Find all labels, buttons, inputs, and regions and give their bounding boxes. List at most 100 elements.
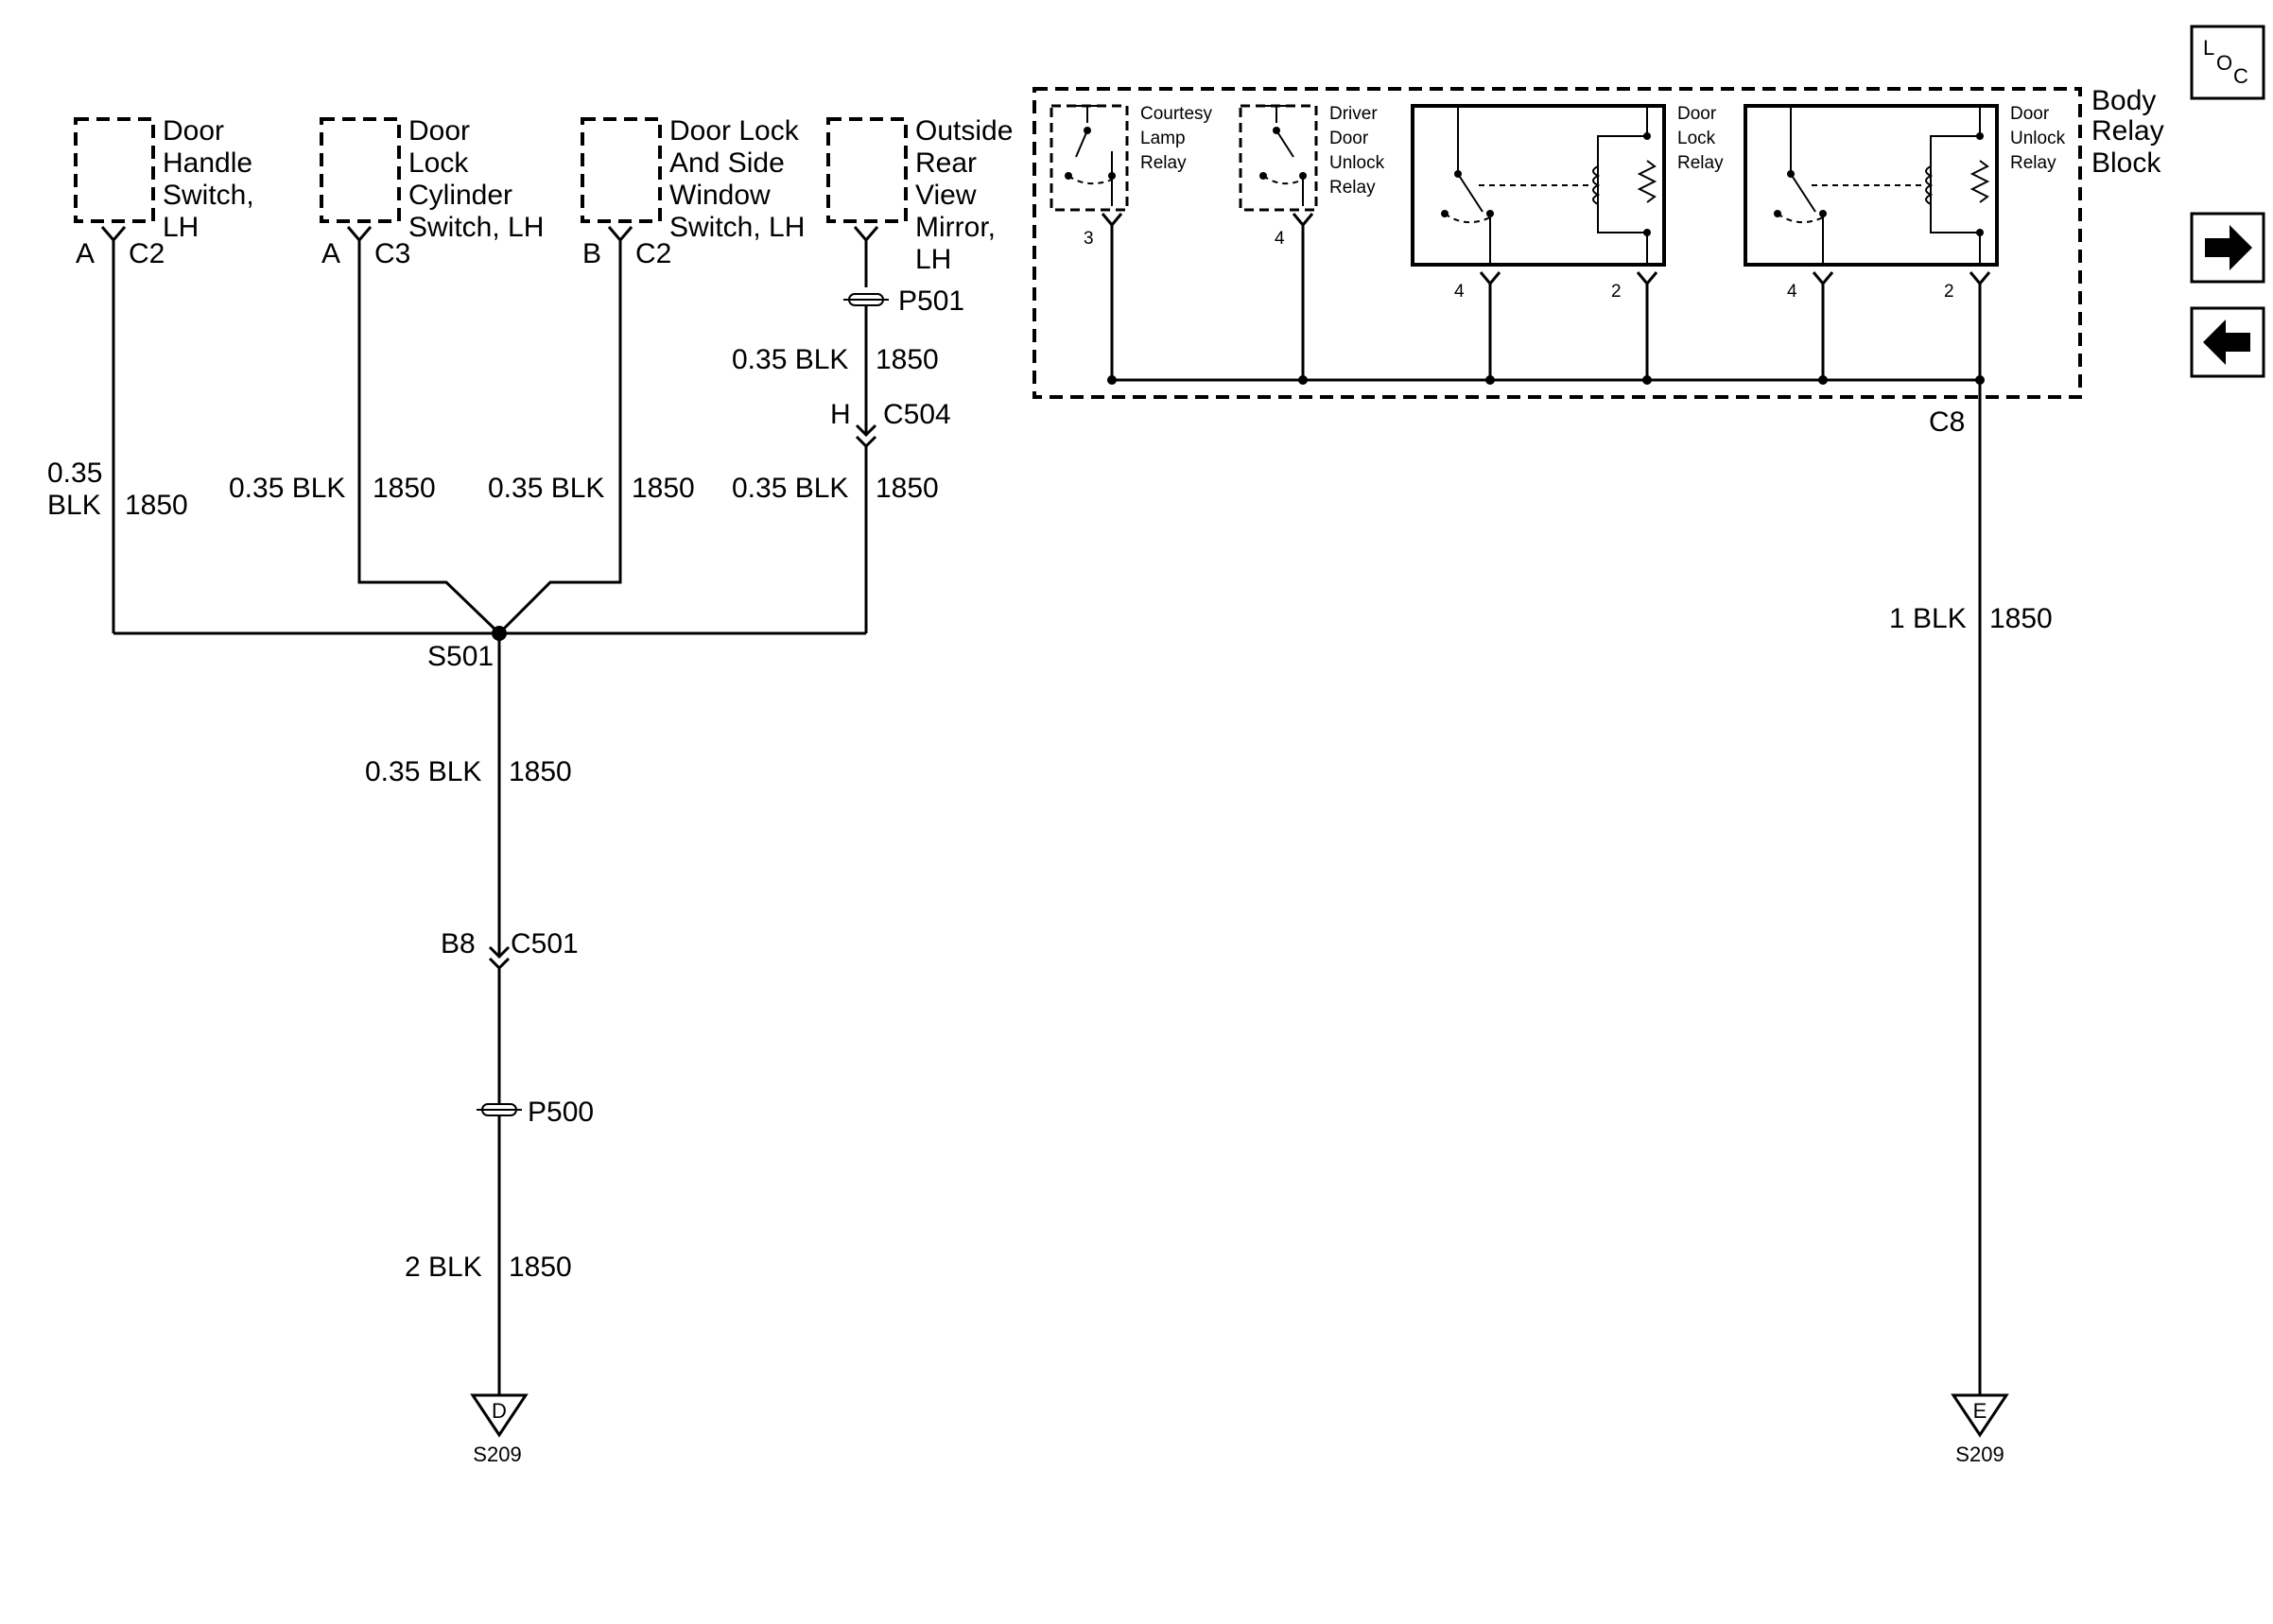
outside-rear-view-mirror: Outside Rear View Mirror, LH xyxy=(826,115,1013,275)
lock-relay-blade xyxy=(1457,173,1484,213)
c504-pin: H xyxy=(830,399,851,430)
c501-label: C501 xyxy=(511,928,579,959)
left-arrow-shape xyxy=(2203,320,2250,365)
main-upper-circuit: 1850 xyxy=(509,756,572,787)
courtesy-relay-terminal xyxy=(1101,213,1123,228)
door-handle-switch: Door Handle Switch, LH A C2 xyxy=(74,115,254,269)
ground-e-letter: E xyxy=(1973,1399,1987,1423)
cylinder-wire-gauge: 0.35 BLK xyxy=(229,473,345,504)
lock-relay-pin4: 4 xyxy=(1454,282,1465,302)
p501-label: P501 xyxy=(898,285,964,317)
body-relay-block-outline xyxy=(1032,87,2082,399)
window-switch-wire xyxy=(497,240,622,635)
bus-node-courtesy xyxy=(1107,375,1117,385)
bus-node-unlock4 xyxy=(1818,375,1828,385)
cylinder-pin: A xyxy=(321,238,340,269)
bus-node-lock4 xyxy=(1485,375,1495,385)
ground-e-label: S209 xyxy=(1955,1443,2004,1466)
mirror-lower-gauge: 0.35 BLK xyxy=(732,473,848,504)
c8-label: C8 xyxy=(1929,406,1965,438)
unlock-relay-resistor xyxy=(1969,160,1990,203)
unlock-relay-terminal-4 xyxy=(1812,271,1834,286)
locator-letter-o: O xyxy=(2216,51,2232,75)
window-wire-gauge: 0.35 BLK xyxy=(488,473,604,504)
unlock-relay-arc xyxy=(1777,213,1824,224)
mirror-label-1: Outside xyxy=(915,115,1013,147)
unlock-relay-coil-node-bottom xyxy=(1976,229,1984,236)
cylinder-switch-label-1: Door xyxy=(408,115,470,147)
ground-d-label: S209 xyxy=(473,1443,521,1466)
locator-letter-l: L xyxy=(2203,36,2214,60)
next-page-button[interactable] xyxy=(2190,212,2265,284)
driver-relay-label-2: Door xyxy=(1329,129,1369,148)
outside-mirror-box xyxy=(826,117,908,223)
locator-button-frame[interactable] xyxy=(2190,25,2265,100)
lock-relay-resistor xyxy=(1637,160,1657,203)
lock-relay-label-1: Door xyxy=(1677,104,1717,124)
handle-wire-gauge-1: 0.35 xyxy=(47,458,102,489)
unlock-relay-pin4: 4 xyxy=(1787,282,1797,302)
window-switch-label-4: Switch, LH xyxy=(669,212,805,243)
courtesy-relay-box xyxy=(1050,104,1129,212)
driver-relay-terminal xyxy=(1292,213,1314,228)
door-lock-window-switch-box xyxy=(581,117,662,223)
unlock-relay-coil-frame xyxy=(1930,106,1981,265)
c501-lower-chevron xyxy=(488,957,511,971)
window-wire-circuit: 1850 xyxy=(632,473,695,504)
cylinder-wire-circuit: 1850 xyxy=(373,473,436,504)
p501-pass-through xyxy=(843,293,889,306)
c501-pin: B8 xyxy=(441,928,476,959)
unlock-relay-coil-node-top xyxy=(1976,132,1984,140)
door-handle-switch-box xyxy=(74,117,155,223)
previous-page-button[interactable] xyxy=(2190,306,2265,378)
body-relay-block: Body Relay Block Courtesy Lamp Relay 3 xyxy=(1032,85,2164,399)
left-arrow-icon xyxy=(2203,320,2250,365)
unlock-relay-label-2: Unlock xyxy=(2010,129,2066,148)
lock-relay-label-2: Lock xyxy=(1677,129,1716,148)
main-upper-gauge: 0.35 BLK xyxy=(365,756,481,787)
cylinder-switch-label-2: Lock xyxy=(408,147,469,179)
driver-door-unlock-relay: Driver Door Unlock Relay 4 xyxy=(1239,104,1385,249)
driver-relay-label-1: Driver xyxy=(1329,104,1378,124)
door-handle-switch-label-3: Switch, xyxy=(163,180,254,211)
unlock-relay-coil xyxy=(1925,165,1934,205)
courtesy-relay-arc xyxy=(1067,175,1113,185)
cylinder-switch-label-3: Cylinder xyxy=(408,180,512,211)
lock-relay-label-3: Relay xyxy=(1677,153,1724,173)
window-switch-connector: C2 xyxy=(635,238,671,269)
component-locator-button[interactable]: L O C xyxy=(2190,25,2265,100)
door-lock-cylinder-switch: Door Lock Cylinder Switch, LH A C3 xyxy=(320,115,544,269)
handle-wire-gauge-2: BLK xyxy=(47,490,101,521)
cylinder-terminal xyxy=(346,226,373,243)
mirror-label-5: LH xyxy=(915,244,951,275)
right-arrow-shape xyxy=(2205,225,2252,270)
cylinder-connector: C3 xyxy=(374,238,410,269)
door-lock-relay-box xyxy=(1411,104,1666,267)
unlock-relay-pin2: 2 xyxy=(1944,282,1954,302)
ground-e-triangle xyxy=(1951,1393,2009,1438)
p500-label: P500 xyxy=(528,1097,594,1128)
driver-relay-box xyxy=(1239,104,1318,212)
door-handle-terminal xyxy=(100,226,127,243)
driver-relay-pin: 4 xyxy=(1275,229,1285,249)
body-relay-block-label-2: Relay xyxy=(2091,115,2164,147)
door-handle-switch-label-4: LH xyxy=(163,212,199,243)
lock-relay-coil-frame xyxy=(1597,106,1648,265)
window-switch-label-3: Window xyxy=(669,180,771,211)
lock-relay-coil-node-top xyxy=(1643,132,1651,140)
cylinder-wire xyxy=(357,240,501,635)
window-switch-terminal xyxy=(607,226,633,243)
ground-d-letter: D xyxy=(492,1399,507,1423)
locator-letter-c: C xyxy=(2233,64,2248,88)
door-lock-cylinder-switch-box xyxy=(320,117,401,223)
main-lower-circuit: 1850 xyxy=(509,1252,572,1283)
driver-relay-label-4: Relay xyxy=(1329,178,1376,198)
mirror-upper-gauge: 0.35 BLK xyxy=(732,344,848,375)
unlock-relay-label-1: Door xyxy=(2010,104,2050,124)
handle-wire-circuit: 1850 xyxy=(125,490,188,521)
driver-relay-label-3: Unlock xyxy=(1329,153,1385,173)
lock-relay-arc xyxy=(1444,213,1491,224)
p500-pass-through xyxy=(477,1103,522,1116)
window-switch-label-1: Door Lock xyxy=(669,115,800,147)
unlock-relay-terminal-2 xyxy=(1969,271,1991,286)
